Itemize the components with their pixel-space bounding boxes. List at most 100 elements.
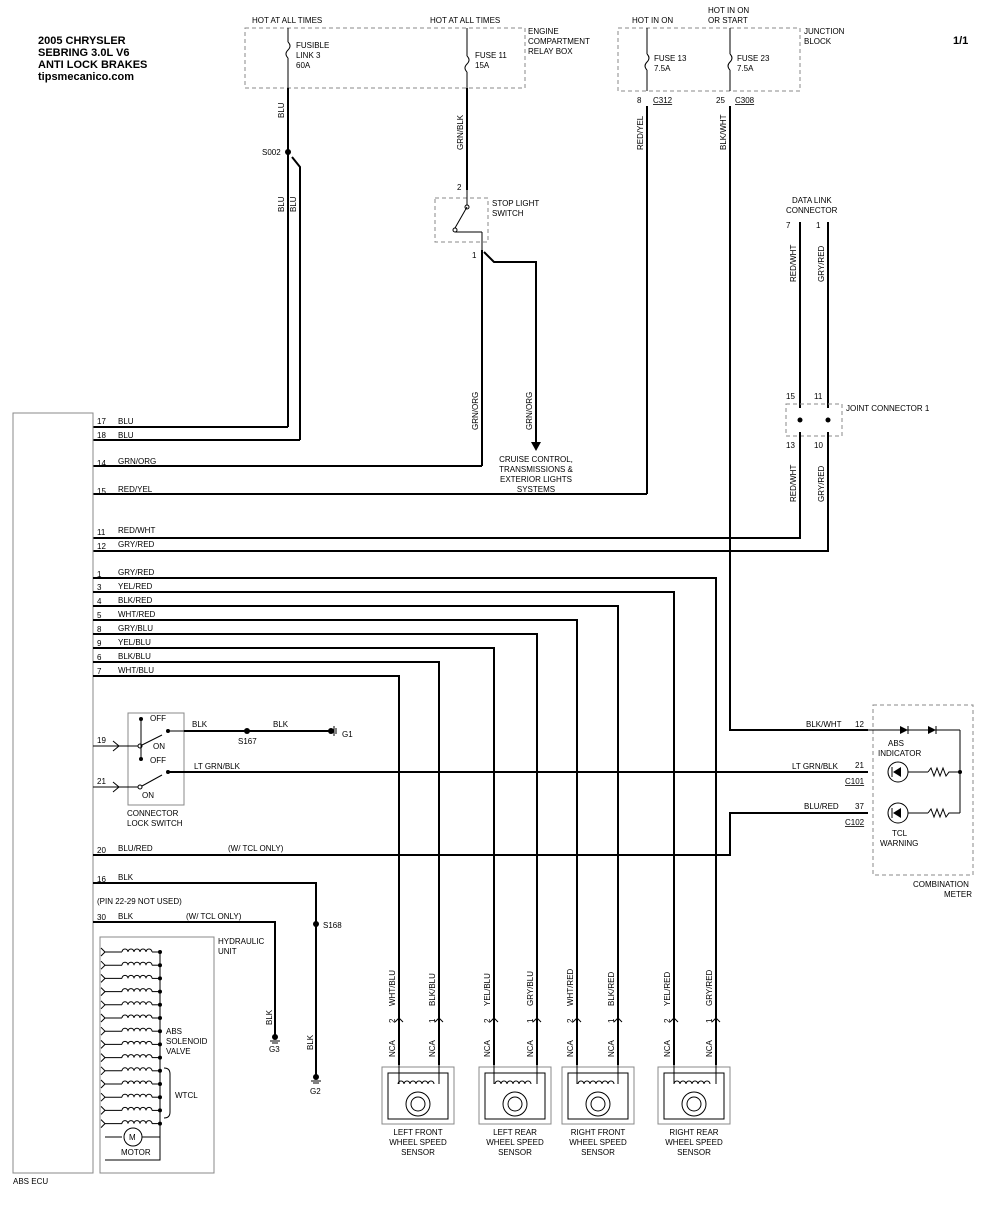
sensor-label-1: RIGHT FRONT [571,1128,626,1137]
sensor-label-1: RIGHT REAR [669,1128,718,1137]
pin-25: 25 [716,96,725,105]
tcl-only-note-2: (W/ TCL ONLY) [186,912,242,921]
wtcl-label: WTCL [175,1091,198,1100]
wire-wht-red-5: WHT/RED [118,610,156,619]
fuse-11-icon [464,55,470,73]
wtcl-bracket [163,1067,171,1119]
title-line-1: 2005 CHRYSLER [38,35,126,47]
hydraulic-unit-label-1: HYDRAULIC [218,937,264,946]
cruise-label-4: SYSTEMS [517,485,555,494]
joint-connector-label: JOINT CONNECTOR 1 [846,404,930,413]
wire-gry-red-1: GRY/RED [118,568,155,577]
stop-light-switch [434,197,489,243]
wire-label-gry-red-2: GRY/RED [817,465,826,502]
wire-blk-g3: BLK [265,1009,274,1025]
lock-switch-label-1: CONNECTOR [127,809,179,818]
stop-switch-label-2: SWITCH [492,209,524,218]
wire-label-blu-3: BLU [289,196,298,212]
connector-c308: C308 [735,96,755,105]
wire-blu-red-20: BLU/RED [118,844,153,853]
relay-box-label-3: RELAY BOX [528,47,573,56]
solenoid-coil-icon [100,1000,162,1010]
tone-ring-icon [502,1091,528,1117]
nca-label: NCA [607,1039,616,1057]
title-line-3: ANTI LOCK BRAKES [38,59,147,71]
joint-connector-1 [785,403,843,437]
sensor-pin-1: 1 [607,1018,616,1023]
sensor-label-2: WHEEL SPEED [389,1138,447,1147]
wire-gry-red-12: GRY/RED [118,540,155,549]
sensor-label-2: WHEEL SPEED [486,1138,544,1147]
ecu-pin-14: 14 [97,459,106,468]
fusible-link-label-2: LINK 3 [296,51,321,60]
hot-label-4a: HOT IN ON [708,6,749,15]
tone-ring-icon [681,1091,707,1117]
tone-ring-icon [585,1091,611,1117]
nca-label: NCA [663,1039,672,1057]
splice-s168 [313,921,319,927]
wire-label: BLK/RED [607,972,616,1006]
ground-g3-icon [270,1034,280,1044]
dlc-label-2: CONNECTOR [786,206,838,215]
meter-pin-12: 12 [855,720,864,729]
arrow-down-icon [531,442,541,451]
sensor-label-3: SENSOR [401,1148,435,1157]
jc-pin-13: 13 [786,441,795,450]
fusible-link-icon [285,41,291,59]
solenoid-coil-icon [100,960,162,970]
relay-box-label-2: COMPARTMENT [528,37,590,46]
sensor-pin-2: 2 [566,1018,575,1023]
wire-label-blu-2: BLU [277,196,286,212]
relay-box-label-1: ENGINE [528,27,559,36]
wire-gry-blu-8: GRY/BLU [118,624,153,633]
sensor-pin-2: 2 [483,1018,492,1023]
nca-label: NCA [705,1039,714,1057]
resistor-icon [927,807,960,819]
abs-indicator-lamp-icon [887,761,909,783]
splice-s168-label: S168 [323,921,342,930]
splice-s167 [244,728,250,734]
solenoid-coil-icon [100,1119,162,1128]
solenoid-coil-icon [100,1040,162,1049]
fusible-link-label-1: FUSIBLE [296,41,329,50]
ecu-pin-15: 15 [97,487,106,496]
ecu-pin-1: 1 [97,570,102,579]
lock-switch-on-1: ON [153,742,165,751]
wire-red-yel-15: RED/YEL [118,485,153,494]
wire-label-blk-wht: BLK/WHT [719,114,728,150]
resistor-icon [927,766,960,778]
connector-c312: C312 [653,96,673,105]
solenoid-coil-icon [100,1013,162,1023]
jc-pin-15: 15 [786,392,795,401]
wire-yel-blu-9: YEL/BLU [118,638,151,647]
lock-switch-contact-1-icon [141,734,163,746]
ecu-pin-21: 21 [97,777,106,786]
motor-label: MOTOR [121,1148,151,1157]
ecu-pin-16: 16 [97,875,106,884]
stop-switch-pin-1: 1 [472,251,477,260]
wire-label-gry-red-1: GRY/RED [817,245,826,282]
ground-g2-label: G2 [310,1087,321,1096]
ecu-pin-19: 19 [97,736,106,745]
wire-label-grn-blk: GRN/BLK [456,114,465,150]
solenoid-coils [100,947,162,1128]
wire-blk-30: BLK [118,912,134,921]
hydraulic-unit [99,936,215,1174]
wire-label: WHT/RED [566,968,575,1006]
sensor-label-2: WHEEL SPEED [569,1138,627,1147]
jc-pin-10: 10 [814,441,823,450]
sensor-pin-2: 2 [663,1018,672,1023]
wire-wht-blu-7: WHT/BLU [118,666,154,675]
lock-switch-contact-2-icon [141,774,163,787]
abs-ecu-box [12,412,94,1174]
source-site: tipsmecanico.com [38,71,134,83]
wire-blu-18: BLU [118,431,134,440]
sensor-pin-1: 1 [428,1018,437,1023]
solenoid-label-1: ABS [166,1027,182,1036]
fuse-23-rating: 7.5A [737,64,754,73]
wire-yel-red-3: YEL/RED [118,582,152,591]
fuse-11-rating: 15A [475,61,490,70]
